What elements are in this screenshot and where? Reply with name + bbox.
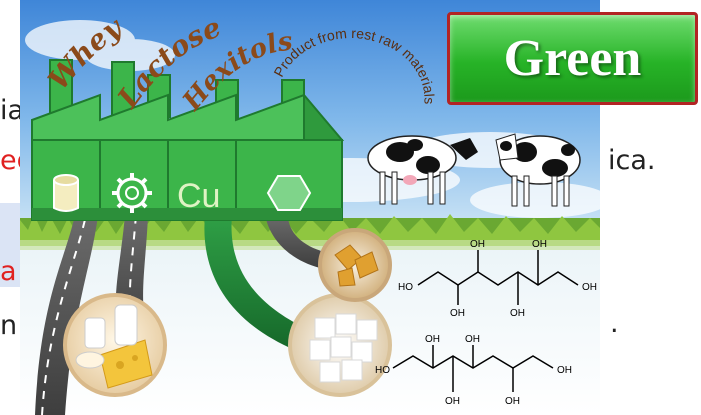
svg-text:OH: OH xyxy=(510,308,525,319)
background-text-fragment: n xyxy=(0,310,18,341)
svg-text:HO: HO xyxy=(398,282,413,293)
hexagon-icon xyxy=(266,175,312,211)
molecule-bottom-labels: OH OH HO OH OH OH xyxy=(375,334,572,407)
copper-label: Cu xyxy=(177,177,220,215)
molecule-bottom xyxy=(392,345,554,392)
svg-text:OH: OH xyxy=(505,396,520,407)
background-text-fragment: . xyxy=(610,308,619,339)
svg-text:OH: OH xyxy=(465,334,480,345)
svg-text:OH: OH xyxy=(425,334,440,345)
green-badge: Green xyxy=(447,12,698,105)
svg-text:OH: OH xyxy=(445,396,460,407)
badge-label: Green xyxy=(503,30,642,87)
svg-text:HO: HO xyxy=(375,365,390,376)
dairy-products-circle xyxy=(63,293,167,397)
background-text-fragment: ica. xyxy=(608,145,656,176)
svg-text:OH: OH xyxy=(532,239,547,250)
cow-right xyxy=(495,133,581,207)
cow-left xyxy=(367,135,478,205)
svg-text:OH: OH xyxy=(557,365,572,376)
crystals-circle xyxy=(318,228,392,302)
sugar-cubes-circle xyxy=(288,293,392,397)
gear-icon xyxy=(112,173,152,213)
cylinder-icon xyxy=(53,174,79,212)
background-text-fragment: a xyxy=(0,256,17,287)
grass-strip xyxy=(20,214,600,250)
svg-text:OH: OH xyxy=(582,282,597,293)
svg-text:OH: OH xyxy=(450,308,465,319)
svg-text:OH: OH xyxy=(470,239,485,250)
molecule-top-labels: OH OH HO OH OH OH xyxy=(398,239,597,319)
molecule-top xyxy=(417,250,579,305)
